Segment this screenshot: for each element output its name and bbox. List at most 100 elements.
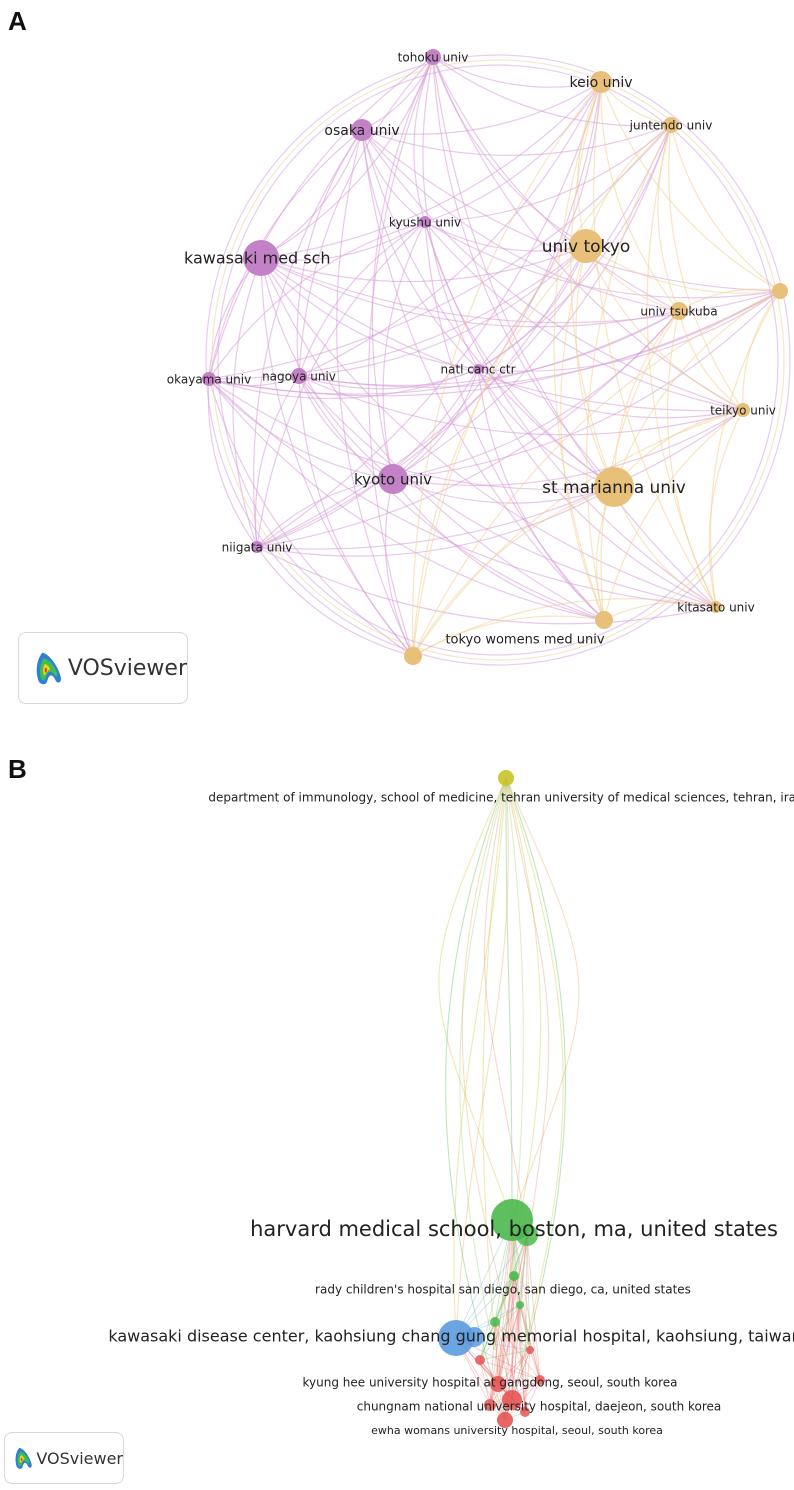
node-harvard[interactable] [491, 1199, 533, 1241]
network-b-edge [494, 1304, 521, 1323]
network-b-edge [504, 1234, 528, 1421]
network-b-edge [438, 777, 513, 1221]
node-tsukuba[interactable] [670, 302, 688, 320]
node-natl[interactable] [473, 364, 483, 374]
label-kyunghee: kyung hee university hospital at gangdon… [303, 1376, 678, 1390]
network-a-edge [646, 124, 717, 608]
node-kyoto[interactable] [378, 464, 408, 494]
network-b-edge [497, 1234, 528, 1385]
node-osaka[interactable] [351, 119, 373, 141]
network-a-edge [432, 56, 602, 88]
network-b-minor-node[interactable] [490, 1317, 500, 1327]
node-kawasaki[interactable] [243, 240, 279, 276]
node-keio[interactable] [590, 71, 612, 93]
network-b-edge [494, 1321, 531, 1351]
network-a-edge [208, 368, 479, 400]
network-a-edge [298, 221, 426, 377]
network-a-edge [298, 245, 587, 377]
node-unlabeled_right[interactable] [772, 283, 788, 299]
network-b-edge [494, 1321, 541, 1381]
network-a-edge [593, 81, 717, 608]
network-a-edge [678, 288, 781, 312]
network-a-edge [256, 409, 744, 550]
label-rady: rady children's hospital san diego, san … [315, 1283, 691, 1297]
network-a-edge [260, 257, 744, 412]
network-a-edge [585, 245, 744, 411]
network-a-edge [298, 56, 434, 377]
network-b-edge [519, 1304, 526, 1413]
network-a-edge [336, 129, 414, 657]
label-ewha: ewha womans university hospital, seoul, … [371, 1424, 663, 1437]
node-kdc[interactable] [438, 1320, 474, 1356]
node-marianna[interactable] [594, 467, 634, 507]
network-b-edge [479, 1359, 491, 1406]
network-a-edge [586, 124, 672, 621]
network-a-edge [260, 257, 717, 608]
network-a-edge [256, 546, 717, 625]
node-teikyo[interactable] [736, 403, 750, 417]
network-b-minor-node[interactable] [516, 1301, 524, 1309]
network-a-edge [208, 245, 587, 380]
network-a-edge [256, 81, 602, 548]
network-a-edge [412, 245, 587, 657]
label-tohoku: tohoku univ [398, 51, 469, 65]
network-a-edges [205, 54, 791, 666]
vosviewer-logo-b: VOSviewer [4, 1432, 124, 1484]
network-b-minor-node[interactable] [526, 1346, 534, 1354]
network-b-edge [524, 1349, 531, 1413]
node-tokyo[interactable] [569, 229, 603, 263]
node-nagoya[interactable] [291, 368, 307, 384]
node-tehran[interactable] [498, 770, 514, 786]
node-twmu[interactable] [595, 611, 613, 629]
network-a-edge [600, 81, 680, 312]
network-b-canvas[interactable]: department of immunology, school of medi… [0, 740, 794, 1490]
node-ewha[interactable] [497, 1412, 513, 1428]
node-kyushu[interactable] [419, 216, 431, 228]
network-b-minor-node[interactable] [520, 1407, 530, 1417]
network-a-edge [600, 310, 680, 621]
network-a-edge [382, 221, 426, 480]
network-a-edge [260, 81, 602, 259]
network-a-edge [260, 257, 394, 480]
network-a-edge [361, 81, 602, 135]
network-b-edge [497, 1304, 521, 1385]
network-b-nodes [438, 770, 545, 1428]
node-juntendo[interactable] [663, 117, 679, 133]
network-a-edge [208, 378, 414, 657]
network-a-edge [256, 245, 587, 548]
label-kdc: kawasaki disease center, kaohsiung chang… [108, 1327, 794, 1346]
panel-b-letter: B [8, 754, 27, 784]
node-rady[interactable] [509, 1271, 519, 1281]
label-juntendo: juntendo univ [629, 119, 713, 133]
network-a-edge [424, 221, 781, 299]
network-b-minor-node[interactable] [535, 1375, 545, 1385]
network-b-minor-node[interactable] [484, 1399, 496, 1411]
network-b-edge [519, 1304, 531, 1351]
network-b-edge [479, 1359, 506, 1421]
node-okayama[interactable] [202, 372, 216, 386]
network-a-edge [298, 375, 414, 657]
network-b-edge [511, 1219, 531, 1351]
node-kyunghee[interactable] [490, 1376, 506, 1392]
network-a-edge [260, 129, 363, 259]
label-chungnam: chungnam national university hospital, d… [357, 1400, 722, 1414]
node-unlabeled_bottom[interactable] [404, 647, 422, 665]
network-a-edge [613, 310, 680, 488]
network-a-edge [412, 615, 605, 657]
node-tohoku[interactable] [425, 49, 441, 65]
label-niigata: niigata univ [222, 541, 293, 555]
network-a-edge [254, 375, 300, 548]
network-a-edge [412, 124, 672, 657]
node-chungnam[interactable] [502, 1390, 522, 1410]
node-kitasato[interactable] [710, 601, 722, 613]
network-a-edge [560, 245, 605, 621]
network-b-edge [513, 1275, 526, 1413]
label-tokyo: univ tokyo [542, 237, 631, 257]
network-a-nodes [202, 49, 788, 665]
network-a-edge [477, 368, 605, 621]
node-niigata[interactable] [251, 541, 263, 553]
network-b-edge [489, 1349, 531, 1406]
network-b-edge [504, 1219, 513, 1421]
network-b-minor-node[interactable] [475, 1355, 485, 1365]
